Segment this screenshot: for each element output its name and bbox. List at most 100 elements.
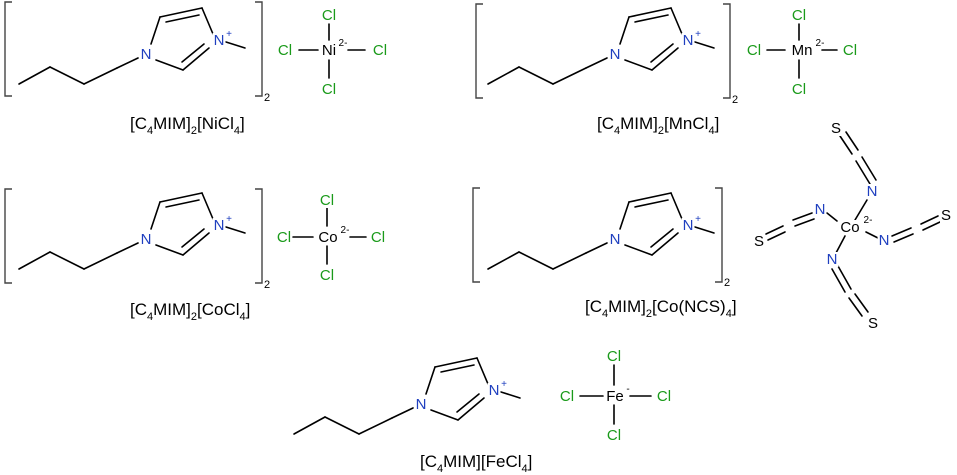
- nickel-tetrachloride-anion: Ni 2- Cl Cl Cl Cl: [276, 7, 389, 98]
- label-background: [318, 193, 336, 208]
- label-background: [139, 232, 153, 247]
- sulfur-atom-label: S: [941, 207, 951, 224]
- nitrogen-atom-label: N: [141, 231, 152, 248]
- label-background: [320, 8, 338, 23]
- anion-charge: 2-: [339, 38, 348, 49]
- compound-mncl4: N N + 2 Mn 2- Cl Cl Cl Cl [C4MIM]2[MnCl4…: [475, 3, 859, 137]
- label-background: [558, 389, 576, 404]
- anion-charge: 2-: [864, 215, 873, 226]
- compound-name: [C4MIM]2[Co(NCS)4]: [585, 297, 737, 320]
- imidazolium-cation: N N +: [487, 192, 715, 270]
- label-background: [414, 397, 428, 412]
- nitrogen-atom-label: N: [214, 217, 225, 234]
- left-bracket: [475, 3, 483, 99]
- chlorine-atom-label: Cl: [560, 388, 574, 405]
- right-bracket: [715, 187, 723, 283]
- imidazolium-cation: N N +: [293, 357, 521, 435]
- right-bracket: [255, 1, 263, 97]
- bracket-subscript: 2: [264, 279, 270, 291]
- label-background: [320, 43, 338, 58]
- cation-charge: +: [226, 29, 232, 40]
- label-background: [939, 208, 953, 223]
- compound-name: [C4MIM]2[CoCl4]: [130, 300, 250, 323]
- chlorine-atom-label: Cl: [278, 42, 292, 59]
- nitrogen-atom-label: N: [416, 396, 427, 413]
- imidazolium-cation: N N +: [18, 192, 246, 270]
- label-background: [371, 43, 389, 58]
- chlorine-atom-label: Cl: [607, 427, 621, 444]
- chlorine-atom-label: Cl: [320, 267, 334, 284]
- nitrogen-atom-label: N: [489, 382, 500, 399]
- nitrogen-atom-label: N: [141, 46, 152, 63]
- label-background: [745, 43, 763, 58]
- left-bracket: [4, 1, 12, 97]
- chlorine-atom-label: Cl: [657, 388, 671, 405]
- label-background: [276, 43, 294, 58]
- chlorine-atom-label: Cl: [843, 42, 857, 59]
- label-background: [790, 8, 808, 23]
- chlorine-atom-label: Cl: [792, 81, 806, 98]
- sulfur-atom-label: S: [754, 233, 764, 250]
- cobalt-atom-label: Co: [318, 229, 337, 246]
- chlorine-atom-label: Cl: [792, 7, 806, 24]
- nitrogen-atom-label: N: [610, 46, 621, 63]
- nitrogen-atom-label: N: [815, 201, 826, 218]
- nitrogen-atom-label: N: [683, 32, 694, 49]
- imidazolium-cation: N N +: [18, 7, 246, 85]
- label-background: [681, 218, 695, 233]
- right-bracket: [723, 3, 731, 99]
- chlorine-atom-label: Cl: [320, 192, 334, 209]
- nitrogen-atom-label: N: [610, 231, 621, 248]
- compound-name: [C4MIM][FeCl4]: [420, 452, 532, 475]
- label-background: [608, 47, 622, 62]
- label-background: [605, 349, 623, 364]
- label-background: [841, 43, 859, 58]
- iron-atom-label: Fe: [606, 388, 624, 405]
- label-background: [839, 220, 861, 235]
- iron-tetrachloride-anion: Fe - Cl Cl Cl Cl: [558, 348, 673, 444]
- nitrogen-atom-label: N: [683, 217, 694, 234]
- label-background: [605, 428, 623, 443]
- anion-charge: -: [626, 384, 629, 395]
- label-background: [866, 316, 880, 331]
- label-background: [320, 82, 338, 97]
- anion-charge: 2-: [341, 225, 350, 236]
- sulfur-atom-label: S: [831, 120, 841, 137]
- label-background: [139, 47, 153, 62]
- left-bracket: [4, 188, 12, 284]
- compound-name: [C4MIM]2[MnCl4]: [597, 114, 719, 137]
- label-background: [790, 82, 808, 97]
- label-background: [369, 230, 387, 245]
- right-bracket: [255, 188, 263, 284]
- compound-nicl4: N N + 2 Ni 2- Cl Cl Cl Cl [C4MIM]2[NiCl4…: [4, 1, 389, 137]
- bracket-subscript: 2: [724, 277, 730, 289]
- bracket-subscript: 2: [732, 94, 738, 106]
- compound-concs4: N N + 2: [472, 120, 953, 332]
- nitrogen-atom-label: N: [879, 232, 890, 249]
- chlorine-atom-label: Cl: [373, 42, 387, 59]
- cobalt-atom-label: Co: [840, 219, 859, 236]
- nitrogen-atom-label: N: [214, 32, 225, 49]
- chlorine-atom-label: Cl: [747, 42, 761, 59]
- label-background: [813, 202, 827, 217]
- chlorine-atom-label: Cl: [371, 229, 385, 246]
- label-background: [829, 121, 843, 136]
- label-background: [212, 33, 226, 48]
- cobalt-tetrachloride-anion: Co 2- Cl Cl Cl Cl: [275, 192, 387, 284]
- label-background: [212, 218, 226, 233]
- cobalt-tetrathiocyanate-anion: Co 2- N N N N S S S S: [752, 120, 953, 332]
- cation-charge: +: [226, 214, 232, 225]
- chlorine-atom-label: Cl: [607, 348, 621, 365]
- label-background: [608, 232, 622, 247]
- label-background: [655, 389, 673, 404]
- label-background: [318, 268, 336, 283]
- compound-fecl4: N N + Fe - Cl Cl Cl Cl [C4MIM][FeCl4]: [293, 348, 673, 475]
- label-background: [275, 230, 293, 245]
- left-bracket: [472, 187, 480, 283]
- nitrogen-atom-label: N: [827, 251, 838, 268]
- cation-charge: +: [695, 214, 701, 225]
- label-background: [877, 233, 891, 248]
- label-background: [605, 389, 625, 404]
- label-background: [865, 184, 879, 199]
